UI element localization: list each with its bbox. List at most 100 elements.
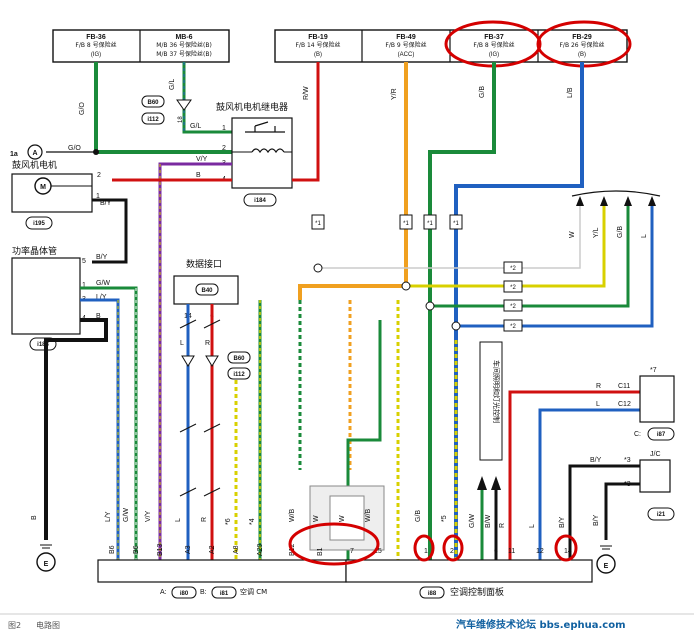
pin-a3: A3	[185, 545, 192, 554]
fuse-fb36-state: (IG)	[91, 52, 101, 58]
fuse-star1-yr	[399, 214, 413, 230]
connector-b60-badge	[141, 95, 165, 108]
star2-label-4: *2	[510, 324, 516, 330]
caption-forum: 汽车维修技术论坛 bbs.ephua.com	[456, 618, 626, 631]
wire-arrow-up-icon	[600, 196, 608, 206]
wire-gb	[428, 62, 496, 562]
wire-l-c12-label: L	[596, 401, 600, 408]
panel-pin-15: 15	[374, 548, 382, 555]
pin-b6-b: B6	[133, 545, 140, 554]
wire-yl-label: Y/L	[593, 227, 600, 238]
wire-w-label: W	[569, 231, 576, 238]
wire-r-vertical-label: R	[201, 517, 208, 522]
connector-i195-badge	[25, 216, 53, 230]
connector-a-circle	[27, 144, 43, 160]
c12-pin-label: C12	[618, 401, 631, 408]
wire-go-vertical-label: G/O	[79, 102, 86, 115]
wire-arrow-up-icon	[648, 196, 656, 206]
junction-node	[313, 263, 323, 273]
wire-l-vertical-label: L	[175, 518, 182, 522]
wire-by-label: B/Y	[100, 200, 112, 207]
wire-b-label-2: B	[96, 313, 101, 320]
fuse-fb29-state: (B)	[578, 52, 586, 58]
fuse-mb6-id: MB-6	[175, 34, 192, 41]
ground-e-right-icon	[596, 554, 616, 574]
motor-pin-2: 2	[97, 172, 101, 179]
connector-i112-badge	[141, 112, 165, 125]
wire-vy	[158, 162, 232, 562]
fuse-fb37-desc: F/B 8 号保险丝	[473, 41, 514, 49]
wire-l-dlc-label: L	[180, 340, 184, 347]
fuse-fb19-desc: F/B 14 号保险丝	[295, 41, 340, 49]
wire-wb-label-1: W/B	[289, 508, 296, 522]
wire-gb-vertical-label: G/B	[415, 510, 422, 522]
star2-label-2: *2	[510, 285, 516, 291]
connector-a-letter: A	[32, 150, 37, 157]
wire-arrow-up-icon	[576, 196, 584, 206]
wire-r-c11-label: R	[596, 383, 601, 390]
connector-i112-label: i112	[147, 117, 159, 123]
relay-pin-1: 1	[222, 125, 226, 132]
fuse-box-left: FB-36 F/B 8 号保险丝 (IG) MB-6 M/B 36 号保险丝(B…	[52, 29, 230, 63]
panel-side-label: 车间照明和灯光控制	[492, 360, 501, 423]
panel-pin-11: 11	[508, 548, 515, 555]
star-6-label: *6	[225, 518, 232, 525]
wire-w-bus	[318, 206, 581, 269]
motor-title: 鼓风机电机	[12, 159, 57, 171]
fuse-fb37-state: (IG)	[489, 52, 499, 58]
panel-pin-2: 2	[450, 548, 454, 555]
fuse-fb36-desc: F/B 8 号保险丝	[75, 41, 116, 49]
star2-box-3	[503, 299, 523, 312]
panel-pin-6: 6	[494, 548, 498, 555]
fuse-star1-yr-label: *1	[403, 221, 409, 227]
fuse-star1-gb-label: *1	[427, 221, 433, 227]
pin-label-18: 18	[178, 116, 184, 123]
cm-label: 空调 CM	[240, 587, 267, 596]
fuse-mb6-desc2: M/B 37 号保险丝(B)	[156, 50, 212, 58]
cm-label-b: B:	[200, 589, 207, 596]
connector-i195-label: i195	[33, 221, 45, 227]
connector-i112-label-2: i112	[233, 372, 245, 378]
wire-arrow-up-icon	[477, 476, 487, 490]
star2-label-3: *2	[510, 304, 516, 310]
wire-yl-bus	[406, 206, 606, 288]
panel-pin-14: 14	[564, 548, 572, 555]
module-star7-label: *7	[650, 367, 657, 374]
junction-node	[401, 281, 411, 291]
pin-a2: A2	[209, 545, 216, 554]
connector-i21-badge	[647, 507, 675, 521]
module-c-label: C:	[634, 431, 641, 438]
connector-i183-label: i183	[37, 342, 49, 348]
fuse-star1-lb	[449, 214, 463, 230]
pin-b6-a: B6	[109, 545, 116, 554]
star3-label-1: *3	[624, 457, 631, 464]
connector-i80-badge	[171, 586, 197, 599]
fuse-fb49-state: (ACC)	[398, 52, 415, 58]
fuse-star1-lb-label: *1	[453, 221, 459, 227]
star-5-label: *5	[441, 515, 448, 522]
star2-box-4	[503, 319, 523, 332]
panel-pin-1: 1	[424, 548, 428, 555]
fuse-star1-gb	[423, 214, 437, 230]
fuse-fb29-id: FB-29	[572, 34, 592, 41]
wire-bw-panel-label: B/W	[485, 514, 492, 528]
ground-e-left-icon	[36, 552, 56, 572]
wire-arrow-up-icon	[491, 476, 501, 490]
connector-arrow-icon	[176, 99, 192, 111]
panel-pin-7: 7	[350, 548, 354, 555]
wire-w-label-2: W	[339, 515, 346, 522]
wire-lb	[454, 62, 584, 562]
star2-box-2	[503, 280, 523, 293]
wire-l-c12	[538, 408, 640, 562]
connector-i112-badge-2	[227, 367, 251, 380]
wire-gw-panel-label: G/W	[469, 514, 476, 528]
wire-by-jc-label: B/Y	[590, 457, 602, 464]
wire-by-panel-label: B/Y	[559, 516, 566, 528]
wire-b-label: B	[196, 172, 201, 179]
fuse-fb49-id: FB-49	[396, 34, 416, 41]
fuse-star1-rw-label: *1	[315, 221, 321, 227]
wire-by	[92, 198, 128, 264]
wire-gl-label: G/L	[169, 79, 176, 90]
wire-gw-label: G/W	[96, 280, 110, 287]
